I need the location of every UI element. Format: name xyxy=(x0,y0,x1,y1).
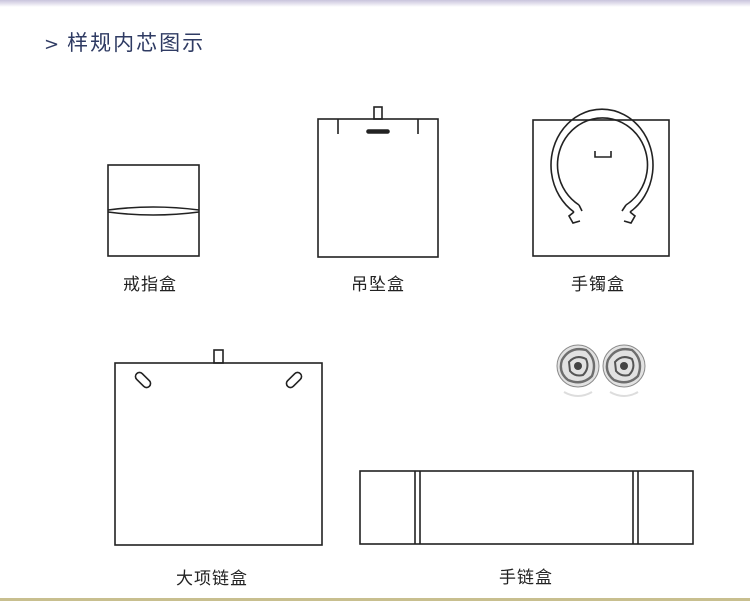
bottom-divider xyxy=(0,598,750,601)
ring-box-label: 戒指盒 xyxy=(123,275,177,295)
bracelet-box-drawing xyxy=(359,470,694,545)
ring-box-drawing xyxy=(107,164,200,257)
section-title-text: 样规内芯图示 xyxy=(67,31,206,55)
chevron-right-icon: > xyxy=(44,34,62,55)
necklace-box-drawing xyxy=(114,349,323,546)
necklace-box-label: 大项链盒 xyxy=(176,569,248,589)
top-gradient-band xyxy=(0,0,750,7)
bangle-box-label: 手镯盒 xyxy=(571,275,625,295)
bracelet-box-label: 手链盒 xyxy=(499,568,553,588)
earrings-image xyxy=(556,344,646,397)
pendant-box-label: 吊坠盒 xyxy=(351,275,405,295)
bangle-box-drawing xyxy=(532,108,670,257)
section-title: >样规内芯图示 xyxy=(44,27,205,57)
pendant-box-drawing xyxy=(317,106,439,258)
